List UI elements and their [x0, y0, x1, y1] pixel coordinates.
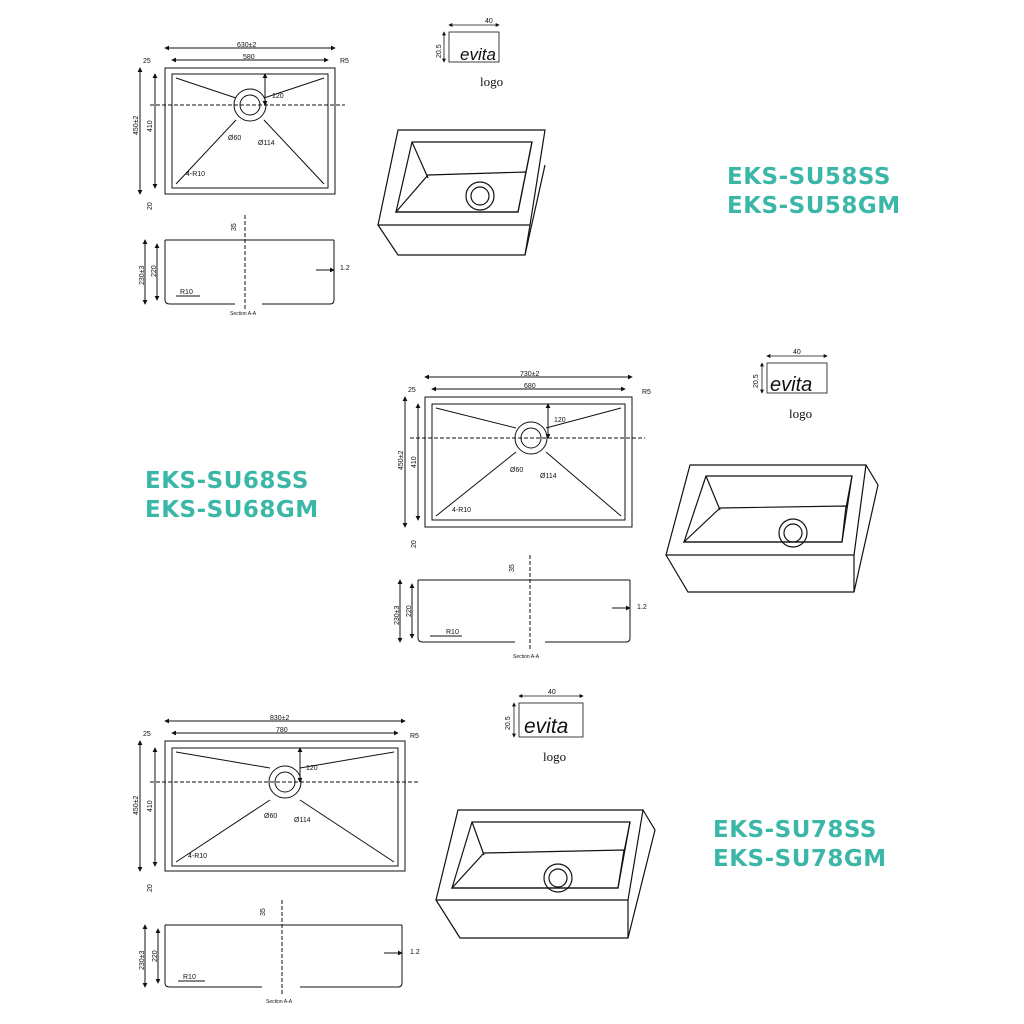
- logo-height-dim: 20.5: [505, 716, 512, 730]
- dim-drain-offset: 120: [272, 93, 284, 100]
- model-ss-label: EKS-SU58SS: [727, 164, 891, 190]
- dim-section-height: 220: [151, 265, 158, 277]
- dim-bowl-depth: 410: [147, 120, 154, 132]
- logo-width-dim: 40: [485, 18, 493, 25]
- dim-section-height: 220: [406, 605, 413, 617]
- dim-section-height-total: 230±3: [139, 950, 146, 970]
- dim-section-drain: 35: [260, 908, 267, 916]
- dim-drain-outer: Ø114: [258, 140, 275, 147]
- dim-corner-radius: R5: [410, 733, 419, 740]
- dim-overall-depth: 450±2: [398, 450, 405, 470]
- brand-logo: evita: [460, 45, 496, 64]
- section-view-su78: [142, 900, 403, 995]
- sink-3d-view-su68: [665, 464, 879, 593]
- top-view-su78: [137, 718, 418, 872]
- section-view-su58: [142, 215, 335, 310]
- dim-section-height-total: 230±3: [394, 605, 401, 625]
- dim-drain-inner: Ø60: [264, 813, 277, 820]
- dim-bottom-offset: 20: [147, 884, 154, 892]
- brand-logo: evita: [524, 715, 568, 738]
- top-view-su58: [137, 45, 345, 195]
- drain-inner-circle: [239, 94, 261, 116]
- dim-bowl-width: 780: [276, 727, 288, 734]
- dim-bottom-offset: 20: [411, 540, 418, 548]
- sink-bowl-outline: [171, 73, 329, 189]
- dim-overall-depth: 450±2: [133, 795, 140, 815]
- logo-width-dim: 40: [548, 689, 556, 696]
- logo-width-dim: 40: [793, 349, 801, 356]
- dim-drain-inner: Ø60: [510, 467, 523, 474]
- logo-caption: logo: [543, 749, 566, 764]
- dim-inner-radius: 4-R10: [452, 507, 471, 514]
- dim-section-height-total: 230±3: [139, 265, 146, 285]
- dim-flange-offset: 25: [143, 58, 151, 65]
- dim-overall-width: 830±2: [270, 715, 290, 722]
- dim-drain-offset: 120: [306, 765, 318, 772]
- model-ss-label: EKS-SU68SS: [145, 468, 309, 494]
- dim-section-radius: R10: [183, 974, 196, 981]
- dim-drain-inner: Ø60: [228, 135, 241, 142]
- model-labels-su58: EKS-SU58SS EKS-SU58GM: [727, 163, 901, 221]
- logo-dim-group-3: [512, 694, 584, 738]
- sink-3d-view-su78: [435, 809, 656, 939]
- dim-section-radius: R10: [446, 629, 459, 636]
- logo-caption: logo: [480, 74, 503, 89]
- brand-logo: evita: [770, 374, 812, 396]
- dim-corner-radius: R5: [642, 389, 651, 396]
- dim-corner-radius: R5: [340, 58, 349, 65]
- section-label: Section A-A: [230, 311, 257, 317]
- dim-flange-offset: 25: [408, 387, 416, 394]
- dim-inner-radius: 4-R10: [188, 853, 207, 860]
- dim-bottom-offset: 20: [147, 202, 154, 210]
- sink-3d-view-su58: [377, 129, 546, 256]
- dim-bowl-depth: 410: [411, 456, 418, 468]
- dim-thickness: 1.2: [637, 604, 647, 611]
- dim-bowl-width: 580: [243, 54, 255, 61]
- logo-height-dim: 20.5: [436, 44, 443, 58]
- section-label: Section A-A: [266, 999, 293, 1005]
- section-view-su68: [397, 555, 631, 650]
- model-gm-label: EKS-SU58GM: [727, 193, 901, 219]
- dim-thickness: 1.2: [410, 949, 420, 956]
- logo-height-dim: 20.5: [753, 374, 760, 388]
- logo-dim-group-1: [442, 23, 500, 63]
- top-view-su68: [402, 374, 645, 528]
- dim-thickness: 1.2: [340, 265, 350, 272]
- dim-overall-width: 630±2: [237, 42, 257, 49]
- dim-bowl-depth: 410: [147, 800, 154, 812]
- dim-drain-outer: Ø114: [540, 473, 557, 480]
- dim-overall-depth: 450±2: [133, 115, 140, 135]
- model-gm-label: EKS-SU78GM: [713, 846, 887, 872]
- model-labels-su78: EKS-SU78SS EKS-SU78GM: [713, 816, 887, 874]
- logo-caption: logo: [789, 406, 812, 421]
- model-gm-label: EKS-SU68GM: [145, 497, 319, 523]
- dim-overall-width: 730±2: [520, 371, 540, 378]
- model-ss-label: EKS-SU78SS: [713, 817, 877, 843]
- sink-flange-outline: [164, 67, 336, 195]
- dim-drain-offset: 120: [554, 417, 566, 424]
- dim-section-height: 220: [152, 950, 159, 962]
- logo-dim-group-2: [760, 354, 828, 394]
- model-labels-su68: EKS-SU68SS EKS-SU68GM: [145, 467, 319, 525]
- dim-flange-offset: 25: [143, 731, 151, 738]
- dim-bowl-width: 680: [524, 383, 536, 390]
- dim-drain-outer: Ø114: [294, 817, 311, 824]
- dim-section-drain: 35: [509, 564, 516, 572]
- dim-section-radius: R10: [180, 289, 193, 296]
- dim-inner-radius: 4-R10: [186, 171, 205, 178]
- dim-section-drain: 35: [231, 223, 238, 231]
- section-label: Section A-A: [513, 654, 540, 660]
